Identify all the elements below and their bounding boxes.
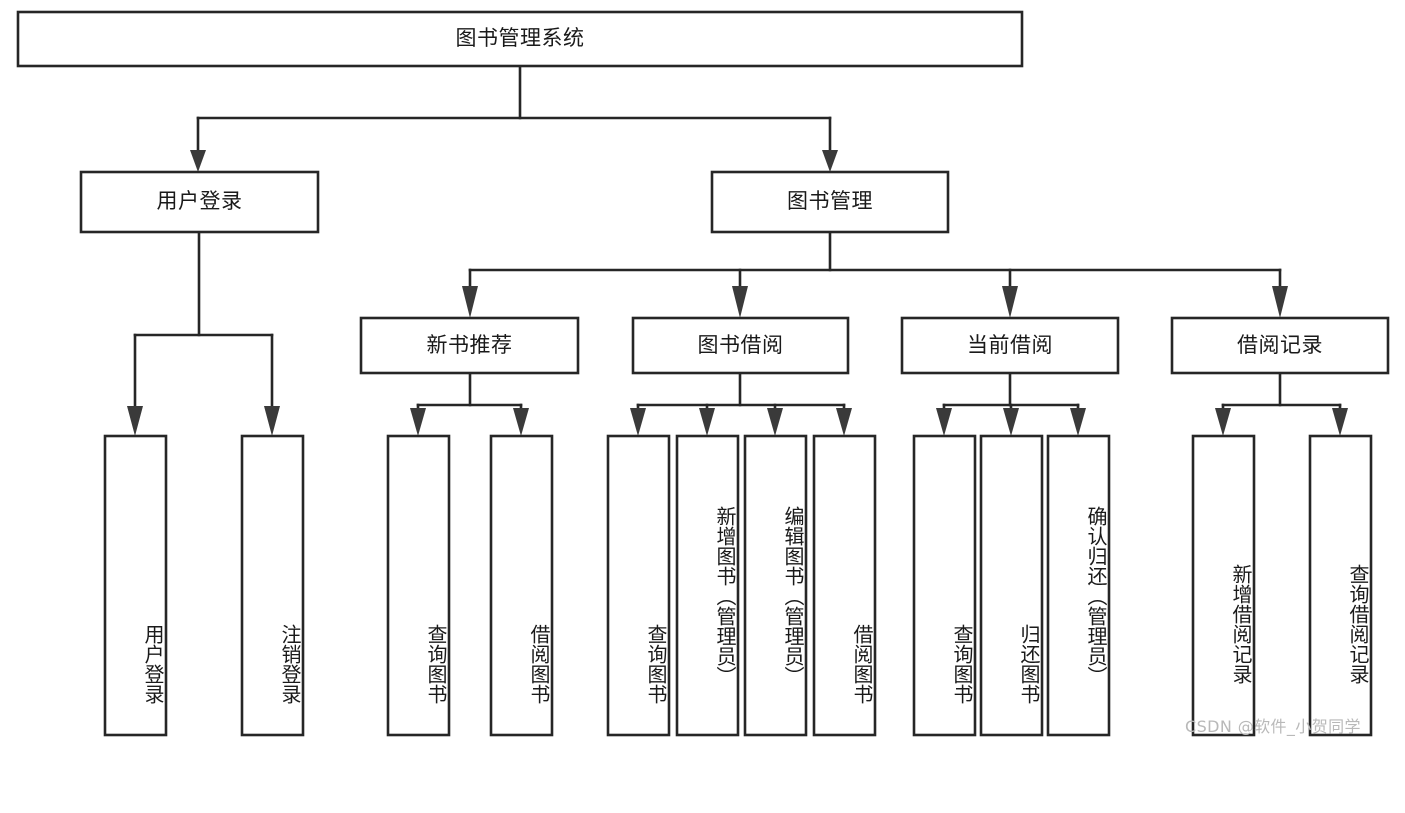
arrow-head-leaf-cb-return-book: [1003, 408, 1019, 436]
node-box-leaf-cb-confirm-return[interactable]: [1046, 434, 1111, 737]
node-box-leaf-bb-edit-book[interactable]: [743, 434, 808, 737]
connector-current-borrow-to-leaves: [936, 371, 1086, 436]
arrow-head-leaf-cb-query-book: [936, 408, 952, 436]
node-box-book-borrow[interactable]: [631, 316, 850, 375]
node-box-new-book-recommend[interactable]: [359, 316, 580, 375]
connector-book-manage-to-level3: [462, 230, 1288, 318]
node-box-leaf-cb-query-book[interactable]: [912, 434, 977, 737]
node-box-leaf-bb-borrow-book[interactable]: [812, 434, 877, 737]
node-box-user-login[interactable]: [79, 170, 320, 234]
node-box-leaf-br-query-record[interactable]: [1308, 434, 1373, 737]
arrow-head-borrow-record: [1272, 286, 1288, 318]
connector-book-borrow-to-leaves: [630, 371, 852, 436]
node-box-leaf-rec-borrow-book[interactable]: [489, 434, 554, 737]
arrow-head-leaf-rec-borrow-book: [513, 408, 529, 436]
arrow-head-current-borrow: [1002, 286, 1018, 318]
arrow-head-leaf-user-logout: [264, 406, 280, 436]
flowchart-svg: [16, 10, 1390, 737]
node-box-leaf-rec-query-book[interactable]: [386, 434, 451, 737]
connector-new-book-recommend-to-leaves: [410, 371, 529, 436]
node-box-leaf-user-logout[interactable]: [240, 434, 305, 737]
arrow-head-leaf-bb-borrow-book: [836, 408, 852, 436]
connector-root-to-level2: [190, 64, 838, 172]
connector-borrow-record-to-leaves: [1215, 371, 1348, 436]
node-box-book-manage[interactable]: [710, 170, 950, 234]
node-box-borrow-record[interactable]: [1170, 316, 1390, 375]
arrow-head-leaf-user-login: [127, 406, 143, 436]
node-box-leaf-bb-add-book[interactable]: [675, 434, 740, 737]
flowchart-canvas: 图书管理系统 用户登录 图书管理 新书推荐 图书借阅 当前借阅 借阅记录 用户登…: [16, 10, 1390, 737]
node-box-leaf-br-add-record[interactable]: [1191, 434, 1256, 737]
arrow-head-leaf-rec-query-book: [410, 408, 426, 436]
arrow-head-leaf-cb-confirm-return: [1070, 408, 1086, 436]
arrow-head-leaf-bb-edit-book: [767, 408, 783, 436]
arrow-head-book-borrow: [732, 286, 748, 318]
arrow-head-new-book-recommend: [462, 286, 478, 318]
connector-user-login-to-leaves: [127, 230, 280, 436]
node-box-current-borrow[interactable]: [900, 316, 1120, 375]
arrow-head-leaf-br-query-record: [1332, 408, 1348, 436]
arrow-head-leaf-bb-add-book: [699, 408, 715, 436]
arrow-head-leaf-bb-query-book: [630, 408, 646, 436]
arrow-head-user-login: [190, 150, 206, 172]
node-box-leaf-bb-query-book[interactable]: [606, 434, 671, 737]
arrow-head-book-manage: [822, 150, 838, 172]
arrow-head-leaf-br-add-record: [1215, 408, 1231, 436]
node-box-leaf-cb-return-book[interactable]: [979, 434, 1044, 737]
node-box-root[interactable]: [16, 10, 1024, 68]
node-box-leaf-user-login[interactable]: [103, 434, 168, 737]
